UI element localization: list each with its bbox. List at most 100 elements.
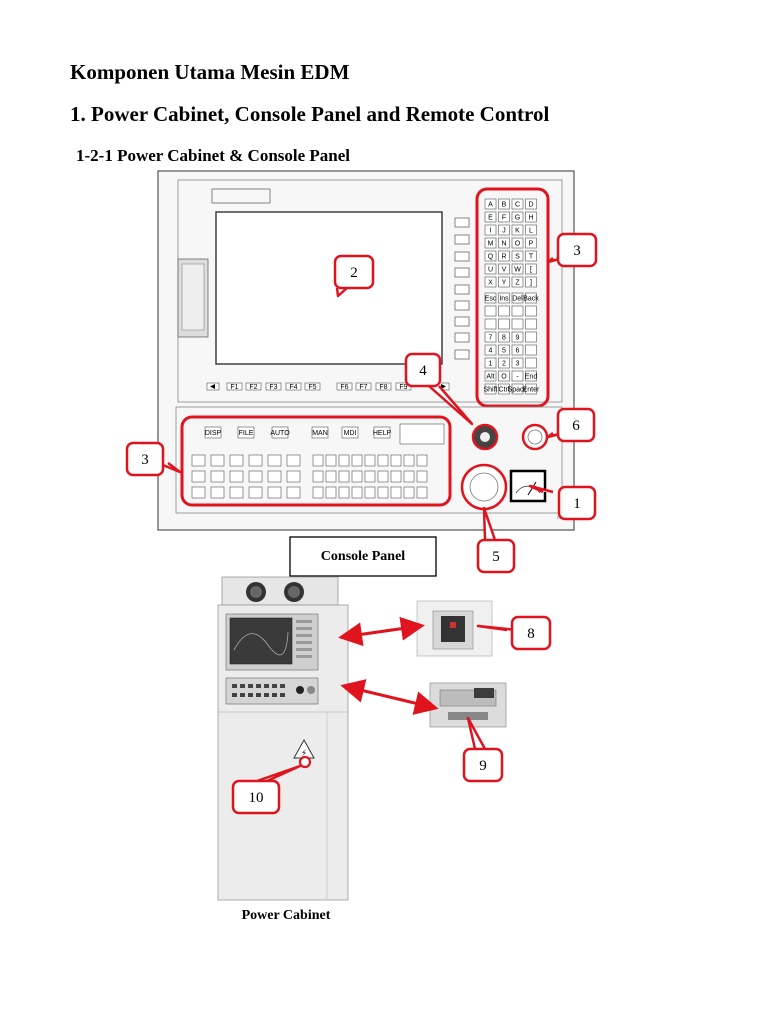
key-P: P: [525, 237, 537, 249]
callout-6: 6: [546, 407, 596, 443]
keyboard-highlight: [475, 187, 550, 408]
fkey-f3: F3: [265, 382, 282, 391]
control-key: [403, 454, 415, 467]
console-caption-box: [289, 536, 437, 577]
key-C-label: C: [515, 202, 520, 209]
key-D-label: D: [528, 202, 533, 209]
mode-key-disp-label: DISP: [205, 430, 222, 437]
key-I-label: I: [490, 228, 492, 235]
callout-3: 3: [546, 232, 598, 268]
mode-key-mdi-label: MDI: [344, 430, 357, 437]
key-blank: [525, 305, 537, 317]
callout-number: 9: [479, 758, 487, 774]
key-K-label: K: [515, 228, 520, 235]
control-key: [416, 486, 428, 499]
key-blank: [525, 318, 537, 330]
key-E-label: E: [488, 215, 493, 222]
cabinet-main-switch: [298, 755, 312, 769]
document-title: Komponen Utama Mesin EDM: [70, 60, 350, 84]
mode-key-disp: DISP: [204, 426, 222, 439]
control-key: [377, 454, 389, 467]
fkey-f6-label: F6: [340, 384, 348, 391]
control-key: [403, 486, 415, 499]
mode-key-auto: AUTO: [270, 426, 290, 439]
key-end: End: [525, 370, 538, 382]
callout-number: 3: [141, 452, 149, 468]
control-key: [210, 486, 225, 499]
key-side: [525, 357, 537, 369]
key-N-label: N: [501, 241, 506, 248]
key-num-6: 6: [511, 344, 524, 356]
mode-key-help: HELP: [373, 426, 391, 439]
fkey-f1: F1: [226, 382, 243, 391]
key-blank: [498, 318, 510, 330]
key-num-4-label: 4: [489, 348, 493, 355]
control-key: [416, 470, 428, 483]
key-blank: [484, 305, 497, 317]
control-key: [191, 486, 206, 499]
key-ins: Ins: [498, 292, 510, 304]
key-W-label: W: [514, 267, 521, 274]
control-key: [286, 470, 301, 483]
key-L-label: L: [529, 228, 533, 235]
key-Q: Q: [484, 250, 497, 262]
key-S: S: [511, 250, 524, 262]
key-D: D: [525, 198, 537, 210]
key-num-8-label: 8: [502, 335, 506, 342]
subsection-heading: 1-2-1 Power Cabinet & Console Panel: [76, 146, 351, 165]
fkey-f5: F5: [304, 382, 321, 391]
callout-10: 10: [231, 764, 302, 815]
key-F: F: [498, 211, 510, 223]
fkey-f7: F7: [355, 382, 372, 391]
key-minus: -: [511, 370, 524, 382]
key-num-6-label: 6: [516, 348, 520, 355]
control-key: [267, 486, 282, 499]
control-key: [364, 486, 376, 499]
control-key: [267, 470, 282, 483]
control-key: [229, 470, 244, 483]
arrow-to-detail-8: [338, 616, 425, 647]
key-]: ]: [525, 276, 537, 288]
key-num-3-label: 3: [516, 361, 520, 368]
key-B: B: [498, 198, 510, 210]
power-cabinet-diagram: ⚡: [217, 576, 349, 901]
control-key: [351, 454, 363, 467]
key-esc-label: Esc: [485, 296, 497, 303]
key-num-7-label: 7: [489, 335, 493, 342]
control-key: [377, 486, 389, 499]
key-S-label: S: [515, 254, 520, 261]
callout-number: 5: [492, 549, 500, 565]
key-num-9-label: 9: [516, 335, 520, 342]
key-num-1-label: 1: [489, 361, 493, 368]
key-[-label: [: [530, 267, 532, 274]
control-key: [286, 486, 301, 499]
key-end-label: End: [525, 374, 538, 381]
fkey-f5-label: F5: [308, 384, 316, 391]
control-key: [325, 454, 337, 467]
key-A: A: [484, 198, 497, 210]
control-key: [312, 470, 324, 483]
fkey-f4-label: F4: [289, 384, 297, 391]
control-key: [338, 454, 350, 467]
key-del: Del: [511, 292, 524, 304]
key-Y: Y: [498, 276, 510, 288]
callout-number: 8: [527, 626, 535, 642]
control-key: [390, 470, 402, 483]
key-space: Space: [508, 383, 528, 395]
callout-number: 3: [573, 243, 581, 259]
key-V-label: V: [502, 267, 507, 274]
control-key: [416, 454, 428, 467]
key-blank: [511, 305, 524, 317]
key-blank: [511, 318, 524, 330]
control-key: [338, 486, 350, 499]
key-Z: Z: [511, 276, 524, 288]
key-P-label: P: [529, 241, 534, 248]
key-del-label: Del: [512, 296, 523, 303]
control-key: [210, 470, 225, 483]
callout-9: 9: [462, 716, 504, 783]
key-X: X: [484, 276, 497, 288]
key-M-label: M: [488, 241, 494, 248]
cabinet-screen: [229, 617, 293, 665]
control-highlight: [180, 415, 452, 507]
